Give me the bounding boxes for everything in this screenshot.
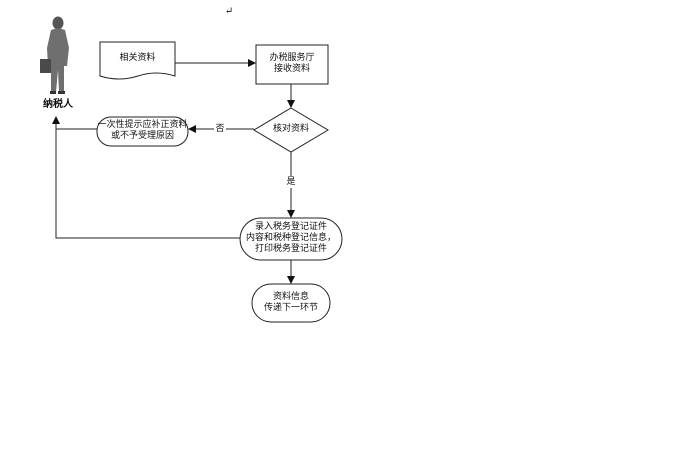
edge-label-no: 否 [215, 124, 225, 134]
node-transfer-label: 资料信息 传递下一环节 [263, 292, 318, 313]
node-check-label: 核对资料 [272, 124, 309, 134]
node-hall-label: 办税服务厅 接收资料 [269, 53, 315, 74]
node-hall-shape [255, 44, 329, 85]
edge-label-yes: 是 [286, 177, 296, 187]
edge-entry-to-taxpayer [52, 116, 240, 239]
node-reject-label: 一次性提示应补正资料 或不予受理原因 [97, 120, 188, 141]
node-docs-label: 相关资料 [119, 53, 156, 63]
paragraph-mark: ↵ [224, 6, 234, 17]
actor-label-taxpayer: 纳税人 [43, 99, 73, 110]
node-entry-label: 录入税务登记证件 内容和税种登记信息， 打印税务登记证件 [245, 222, 336, 254]
taxpayer-figure-icon [40, 16, 69, 94]
node-docs-shape [99, 41, 176, 80]
node-transfer-shape [251, 283, 331, 323]
